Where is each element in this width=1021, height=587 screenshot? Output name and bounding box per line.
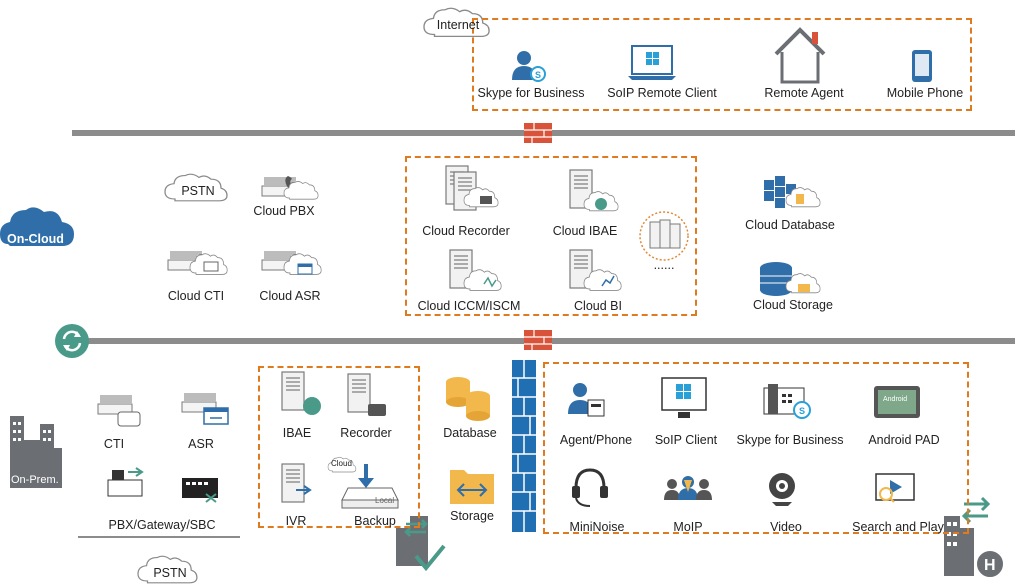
skype-business-label: Skype for Business (736, 433, 844, 447)
cti-label: CTI (103, 437, 125, 451)
cloud-iccm-label: Cloud ICCM/ISCM (417, 299, 521, 313)
android-pad-icon (874, 386, 920, 418)
cloud-ibae-label: Cloud IBAE (552, 224, 618, 238)
android-screen-text: Android (883, 396, 908, 403)
cloud-storage-icon (760, 262, 821, 296)
backup-cloud-tag: Cloud (331, 459, 352, 468)
cloud-pbx-icon (261, 176, 319, 200)
cloud-pbx-label: Cloud PBX (253, 204, 315, 218)
cloud-recorder-label: Cloud Recorder (422, 224, 510, 238)
video-label: Video (770, 520, 802, 534)
house-icon (774, 27, 826, 84)
cloud-database-label: Cloud Database (745, 218, 835, 232)
on-prem-badge: On-Prem. (11, 474, 59, 486)
cloud-asr-icon (261, 251, 322, 275)
ivr-server-icon (281, 463, 312, 503)
cloud-bi-label: Cloud BI (574, 299, 622, 313)
backup-icon (327, 456, 399, 509)
building-hub-icon: H (944, 496, 1005, 579)
moip-group-icon (664, 476, 712, 500)
mininoise-label: MiniNoise (569, 520, 625, 534)
sync-icon (55, 324, 89, 358)
cloud-pstn-label: PSTN (181, 184, 215, 198)
on-prem-pstn-label: PSTN (153, 566, 187, 580)
internet-item-skype: Skype for Business (477, 86, 585, 100)
cloud-asr-label: Cloud ASR (259, 289, 321, 303)
asr-label: ASR (188, 437, 214, 451)
cloud-iccm-icon (449, 249, 502, 291)
on-prem-building-icon (10, 416, 62, 488)
on-prem-servers-group (258, 366, 420, 528)
database-icon (446, 377, 490, 421)
on-cloud-badge: On-Cloud (7, 232, 64, 246)
storage-label: Storage (450, 509, 494, 523)
moip-label: MoIP (673, 520, 703, 534)
pbx-gateway-label: PBX/Gateway/SBC (108, 518, 216, 532)
storage-folder-icon (450, 470, 494, 504)
cloud-cti-icon (167, 251, 228, 275)
svg-text:H: H (984, 557, 996, 574)
cloud-services-group (405, 156, 697, 316)
ibae-server-icon (281, 371, 321, 415)
pbx-gateway-icon (107, 467, 218, 503)
soip-client-label: SoIP Client (654, 433, 718, 447)
firewall-wall-icon (512, 360, 536, 532)
cloud-database-icon (764, 176, 821, 208)
cloud-storage-label: Cloud Storage (753, 298, 833, 312)
ivr-label: IVR (285, 514, 307, 528)
internet-item-soip: SoIP Remote Client (607, 86, 717, 100)
webcam-icon (769, 473, 795, 506)
cloud-ibae-icon (569, 169, 619, 212)
more-servers-label: ...... (653, 258, 675, 272)
laptop-windows-icon (628, 45, 676, 80)
internet-cloud-label: Internet (436, 18, 480, 32)
on-cloud-badge-cloud (0, 207, 74, 246)
skype-phone-icon: S (763, 384, 811, 419)
ibae-label: IBAE (282, 426, 312, 440)
internet-clients-group (472, 18, 972, 111)
headset-icon (572, 468, 608, 507)
cloud-cti-label: Cloud CTI (167, 289, 225, 303)
cloud-recorder-icon (445, 165, 499, 211)
android-pad-label: Android PAD (868, 433, 940, 447)
agent-phone-label: Agent/Phone (559, 433, 633, 447)
search-play-label: Search and Play (852, 520, 944, 534)
svg-text:S: S (799, 406, 805, 416)
internet-item-mobile: Mobile Phone (886, 86, 964, 100)
svg-text:S: S (535, 70, 541, 80)
cti-icon (97, 395, 141, 427)
more-servers-icon (639, 211, 689, 261)
agent-phone-icon (568, 383, 605, 417)
mobile-phone-icon (912, 50, 932, 82)
database-label: Database (443, 426, 497, 440)
on-prem-clients-group (543, 362, 969, 534)
asr-icon (181, 393, 229, 425)
recorder-label: Recorder (340, 426, 392, 440)
internet-item-remote-agent: Remote Agent (764, 86, 844, 100)
search-play-icon (875, 473, 915, 503)
building-check-icon (396, 516, 446, 572)
soip-client-icon (661, 377, 707, 418)
recorder-server-icon (347, 373, 386, 416)
backup-local-tag: Local (375, 496, 395, 505)
backup-label: Backup (354, 514, 396, 528)
cloud-bi-icon (569, 249, 622, 291)
skype-user-icon: S (512, 51, 546, 82)
